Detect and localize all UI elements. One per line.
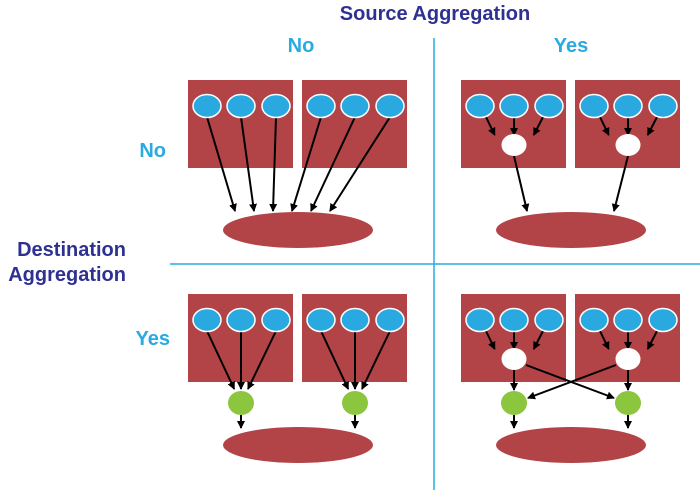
- arrow: [611, 155, 629, 212]
- destination-aggregation-title-line2: Aggregation: [8, 264, 126, 286]
- source-node: [192, 307, 222, 333]
- source-node: [375, 307, 405, 333]
- source-node: [306, 93, 336, 119]
- source-aggregation-title: Source Aggregation: [340, 3, 530, 25]
- destination-node: [496, 212, 646, 248]
- destination-aggregator-node: [501, 391, 527, 415]
- destination-aggregator-node: [228, 391, 254, 415]
- source-aggregator-node: [501, 348, 527, 370]
- arrow: [310, 116, 356, 212]
- destination-aggregator-node: [615, 391, 641, 415]
- column-label-yes: Yes: [554, 35, 588, 57]
- source-aggregator-node: [501, 134, 527, 156]
- source-node: [261, 93, 291, 119]
- arrow: [329, 116, 391, 212]
- arrow: [599, 116, 610, 136]
- arrow: [599, 330, 610, 350]
- arrow: [527, 364, 617, 400]
- source-node: [613, 93, 643, 119]
- column-label-no: No: [288, 35, 315, 57]
- source-node: [613, 307, 643, 333]
- source-aggregator-node: [615, 134, 641, 156]
- arrow: [485, 330, 496, 350]
- arrow: [485, 116, 496, 136]
- arrow: [320, 330, 350, 390]
- source-node: [340, 307, 370, 333]
- arrow: [290, 116, 322, 212]
- source-node: [648, 307, 678, 333]
- arrow: [206, 116, 237, 212]
- source-node: [579, 93, 609, 119]
- source-node: [499, 93, 529, 119]
- host-box: [302, 80, 407, 168]
- source-aggregator-node: [615, 348, 641, 370]
- source-node: [375, 93, 405, 119]
- destination-node: [496, 427, 646, 463]
- source-node: [261, 307, 291, 333]
- source-node: [226, 93, 256, 119]
- destination-aggregation-title-line1: Destination: [17, 239, 126, 261]
- arrow: [361, 330, 391, 390]
- arrow: [206, 330, 236, 390]
- host-box: [188, 80, 293, 168]
- destination-node: [223, 212, 373, 248]
- arrow: [513, 155, 530, 212]
- arrow: [240, 116, 258, 212]
- row-label-yes: Yes: [136, 328, 170, 350]
- source-node: [534, 307, 564, 333]
- arrow: [532, 116, 544, 136]
- row-label-no: No: [139, 140, 166, 162]
- source-node: [579, 307, 609, 333]
- source-node: [534, 93, 564, 119]
- source-node: [648, 93, 678, 119]
- arrow: [646, 116, 658, 136]
- arrow: [532, 330, 544, 350]
- source-node: [192, 93, 222, 119]
- source-node: [465, 307, 495, 333]
- arrow: [247, 330, 277, 390]
- destination-node: [223, 427, 373, 463]
- arrow: [646, 330, 658, 350]
- destination-aggregator-node: [342, 391, 368, 415]
- source-node: [340, 93, 370, 119]
- source-node: [226, 307, 256, 333]
- source-node: [306, 307, 336, 333]
- source-node: [465, 93, 495, 119]
- arrow: [269, 116, 278, 212]
- source-node: [499, 307, 529, 333]
